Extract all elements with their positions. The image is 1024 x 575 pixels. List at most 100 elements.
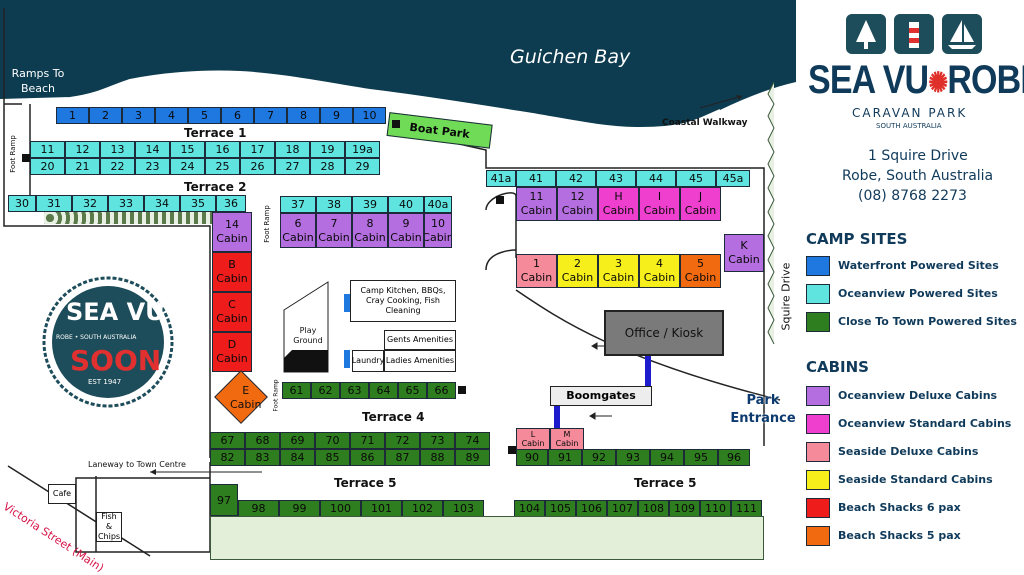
site-82[interactable]: 82 — [210, 449, 245, 466]
site-39[interactable]: 39 — [352, 196, 388, 213]
site-22[interactable]: 22 — [100, 158, 135, 175]
site-93[interactable]: 93 — [616, 449, 650, 466]
site-21[interactable]: 21 — [65, 158, 100, 175]
site-107[interactable]: 107 — [607, 500, 638, 517]
site-38[interactable]: 38 — [316, 196, 352, 213]
site-111[interactable]: 111 — [731, 500, 762, 517]
site-100[interactable]: 100 — [320, 500, 361, 517]
site-63[interactable]: 63 — [340, 382, 369, 399]
cabin-10[interactable]: 10Cabin — [424, 213, 452, 248]
site-43[interactable]: 43 — [596, 170, 636, 187]
site-94[interactable]: 94 — [650, 449, 684, 466]
site-12[interactable]: 12 — [65, 141, 100, 158]
site-42[interactable]: 42 — [556, 170, 596, 187]
site-40[interactable]: 40 — [388, 196, 424, 213]
site-18[interactable]: 18 — [275, 141, 310, 158]
site-11[interactable]: 11 — [30, 141, 65, 158]
site-10[interactable]: 10 — [353, 107, 386, 124]
cafe[interactable]: Cafe — [48, 484, 76, 504]
site-109[interactable]: 109 — [669, 500, 700, 517]
site-31[interactable]: 31 — [36, 195, 72, 212]
site-86[interactable]: 86 — [350, 449, 385, 466]
site-45a[interactable]: 45a — [716, 170, 750, 187]
site-84[interactable]: 84 — [280, 449, 315, 466]
site-105[interactable]: 105 — [545, 500, 576, 517]
site-17[interactable]: 17 — [240, 141, 275, 158]
site-92[interactable]: 92 — [582, 449, 616, 466]
site-68[interactable]: 68 — [245, 432, 280, 449]
gents-amenities[interactable]: Gents Amenities — [384, 330, 456, 350]
site-23[interactable]: 23 — [135, 158, 170, 175]
site-108[interactable]: 108 — [638, 500, 669, 517]
site-30[interactable]: 30 — [8, 195, 36, 212]
site-90[interactable]: 90 — [516, 449, 548, 466]
site-97[interactable]: 97 — [210, 484, 238, 516]
site-45[interactable]: 45 — [676, 170, 716, 187]
site-89[interactable]: 89 — [455, 449, 490, 466]
site-24[interactable]: 24 — [170, 158, 205, 175]
camp-kitchen[interactable]: Camp Kitchen, BBQs, Cray Cooking, Fish C… — [350, 280, 456, 322]
site-99[interactable]: 99 — [279, 500, 320, 517]
site-74[interactable]: 74 — [455, 432, 490, 449]
site-65[interactable]: 65 — [398, 382, 427, 399]
site-34[interactable]: 34 — [144, 195, 180, 212]
site-73[interactable]: 73 — [420, 432, 455, 449]
site-66[interactable]: 66 — [427, 382, 456, 399]
site-13[interactable]: 13 — [100, 141, 135, 158]
site-20[interactable]: 20 — [30, 158, 65, 175]
site-95[interactable]: 95 — [684, 449, 718, 466]
site-85[interactable]: 85 — [315, 449, 350, 466]
site-37[interactable]: 37 — [280, 196, 316, 213]
site-103[interactable]: 103 — [443, 500, 484, 517]
laundry[interactable]: Laundry — [352, 350, 384, 372]
site-25[interactable]: 25 — [205, 158, 240, 175]
site-88[interactable]: 88 — [420, 449, 455, 466]
site-83[interactable]: 83 — [245, 449, 280, 466]
site-41[interactable]: 41 — [516, 170, 556, 187]
site-91[interactable]: 91 — [548, 449, 582, 466]
site-36[interactable]: 36 — [216, 195, 246, 212]
site-41a[interactable]: 41a — [486, 170, 516, 187]
site-62[interactable]: 62 — [311, 382, 340, 399]
site-9[interactable]: 9 — [320, 107, 353, 124]
site-69[interactable]: 69 — [280, 432, 315, 449]
site-104[interactable]: 104 — [514, 500, 545, 517]
site-19a[interactable]: 19a — [345, 141, 380, 158]
site-70[interactable]: 70 — [315, 432, 350, 449]
site-7[interactable]: 7 — [254, 107, 287, 124]
site-44[interactable]: 44 — [636, 170, 676, 187]
site-4[interactable]: 4 — [155, 107, 188, 124]
site-33[interactable]: 33 — [108, 195, 144, 212]
site-28[interactable]: 28 — [310, 158, 345, 175]
phone[interactable]: (08) 8768 2273 — [858, 188, 967, 204]
site-64[interactable]: 64 — [369, 382, 398, 399]
site-98[interactable]: 98 — [238, 500, 279, 517]
site-14[interactable]: 14 — [135, 141, 170, 158]
site-29[interactable]: 29 — [345, 158, 380, 175]
site-15[interactable]: 15 — [170, 141, 205, 158]
ladies-amenities[interactable]: Ladies Amenities — [384, 350, 456, 372]
site-26[interactable]: 26 — [240, 158, 275, 175]
site-102[interactable]: 102 — [402, 500, 443, 517]
site-110[interactable]: 110 — [700, 500, 731, 517]
site-96[interactable]: 96 — [718, 449, 750, 466]
site-101[interactable]: 101 — [361, 500, 402, 517]
site-2[interactable]: 2 — [89, 107, 122, 124]
